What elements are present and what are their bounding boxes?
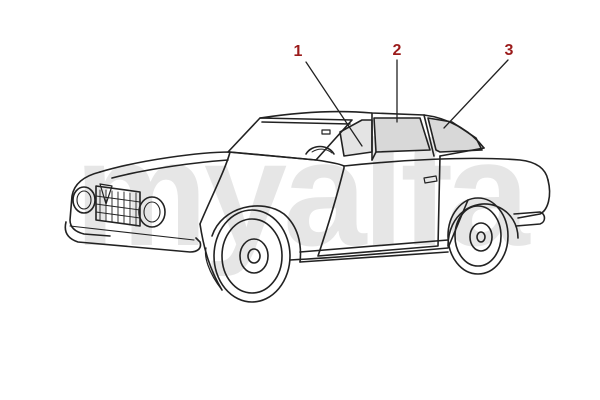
- side-rear-window-glass: [373, 117, 431, 153]
- rear-wheel: [447, 197, 509, 275]
- windscreen-header: [261, 121, 351, 125]
- left-headlight: [72, 186, 96, 214]
- rear-bumper: [513, 211, 546, 227]
- callout-label-2: 2: [392, 42, 402, 59]
- leader-line-3: [443, 59, 509, 129]
- door: [317, 155, 441, 257]
- rear-window-glass: [427, 117, 483, 153]
- lower-body: [289, 199, 469, 261]
- front-face: [69, 171, 111, 237]
- callout-label-3: 3: [504, 42, 514, 59]
- sill-line: [199, 223, 223, 291]
- steering-wheel: [305, 145, 335, 155]
- belt-line: [343, 157, 549, 181]
- front-wheel-arch: [211, 205, 302, 263]
- leader-line-1: [305, 61, 363, 147]
- bonnet: [99, 151, 345, 173]
- shield-grille: [99, 183, 113, 205]
- door-handle: [423, 175, 438, 184]
- right-headlight: [138, 196, 166, 228]
- grille: [95, 185, 141, 227]
- callout-label-1: 1: [293, 43, 303, 60]
- front-bumper: [64, 221, 202, 253]
- front-wheel: [213, 209, 291, 303]
- rear-end: [517, 179, 551, 219]
